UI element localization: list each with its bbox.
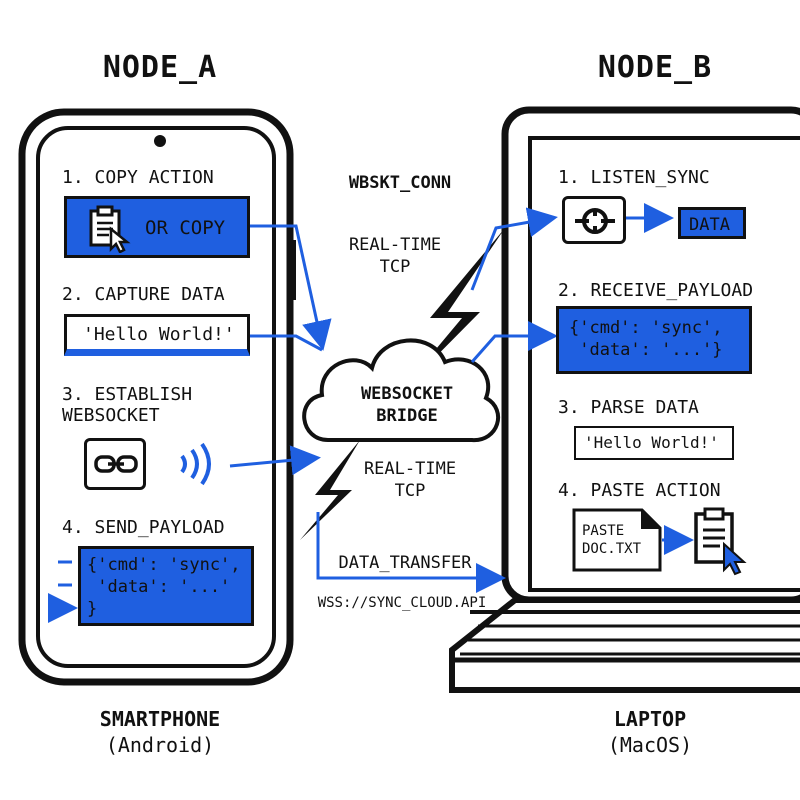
laptop-os: (MacOS) [607,733,693,757]
step-listen-sync-label: 1. LISTEN_SYNC [558,167,710,188]
flow-arrows [58,203,694,608]
link-icon [94,455,138,473]
node-b-title: NODE_B [597,50,713,85]
send-payload-code: {'cmd': 'sync', 'data': '...' } [87,555,241,619]
camera-dot [154,135,166,147]
clipboard-cursor-icon [89,205,131,253]
websocket-link-button[interactable] [84,438,146,490]
lightning-icon [300,228,505,540]
step-send-payload-label: 4. SEND_PAYLOAD [62,517,225,538]
captured-text-value: 'Hello World!' [83,324,235,345]
data-badge-label: DATA [689,215,730,235]
data-transfer-label: DATA_TRANSFER [338,553,472,573]
receive-payload-box: {'cmd': 'sync', 'data': '...'} [556,306,752,374]
sync-node-icon [575,208,615,234]
tcp-bottom-label: REAL-TIME TCP [363,459,457,501]
receive-payload-code: {'cmd': 'sync', 'data': '...'} [569,318,723,360]
smartphone-os: (Android) [105,733,215,757]
signal-waves-icon [180,442,211,486]
websocket-bridge-label: WEBSOCKET BRIDGE [360,384,454,426]
data-badge: DATA [678,207,746,239]
copy-button-label: OR COPY [145,217,226,239]
laptop-name: LAPTOP [613,707,687,731]
step-parse-data-label: 3. PARSE DATA [558,397,699,418]
copy-button[interactable]: OR COPY [64,196,250,258]
step-capture-data-label: 2. CAPTURE DATA [62,284,225,305]
parsed-text-field[interactable]: 'Hello World!' [574,426,734,460]
sync-node-button[interactable] [562,196,626,244]
smartphone-label: SMARTPHONE (Android) [60,706,260,758]
captured-text-field[interactable]: 'Hello World!' [64,314,250,356]
clipboard-paste-icon[interactable] [692,506,750,576]
smartphone-name: SMARTPHONE [99,707,221,731]
step-copy-action-label: 1. COPY ACTION [62,167,214,188]
send-payload-box: {'cmd': 'sync', 'data': '...' } [78,546,254,626]
tcp-top-label: REAL-TIME TCP [348,235,442,277]
connection-label: WBSKT_CONN [348,173,452,193]
document-icon: PASTE DOC.TXT [572,508,662,572]
step-websocket-label: 3. ESTABLISH WEBSOCKET [62,384,193,426]
laptop-label: LAPTOP (MacOS) [550,706,750,758]
document-label: PASTE DOC.TXT [582,523,642,557]
endpoint-label: WSS://SYNC_CLOUD.API [317,595,487,611]
parsed-text-value: 'Hello World!' [584,433,719,452]
node-a-title: NODE_A [102,50,218,85]
step-receive-payload-label: 2. RECEIVE_PAYLOAD [558,280,754,301]
cloud-icon [302,338,501,443]
step-paste-action-label: 4. PASTE ACTION [558,480,721,501]
